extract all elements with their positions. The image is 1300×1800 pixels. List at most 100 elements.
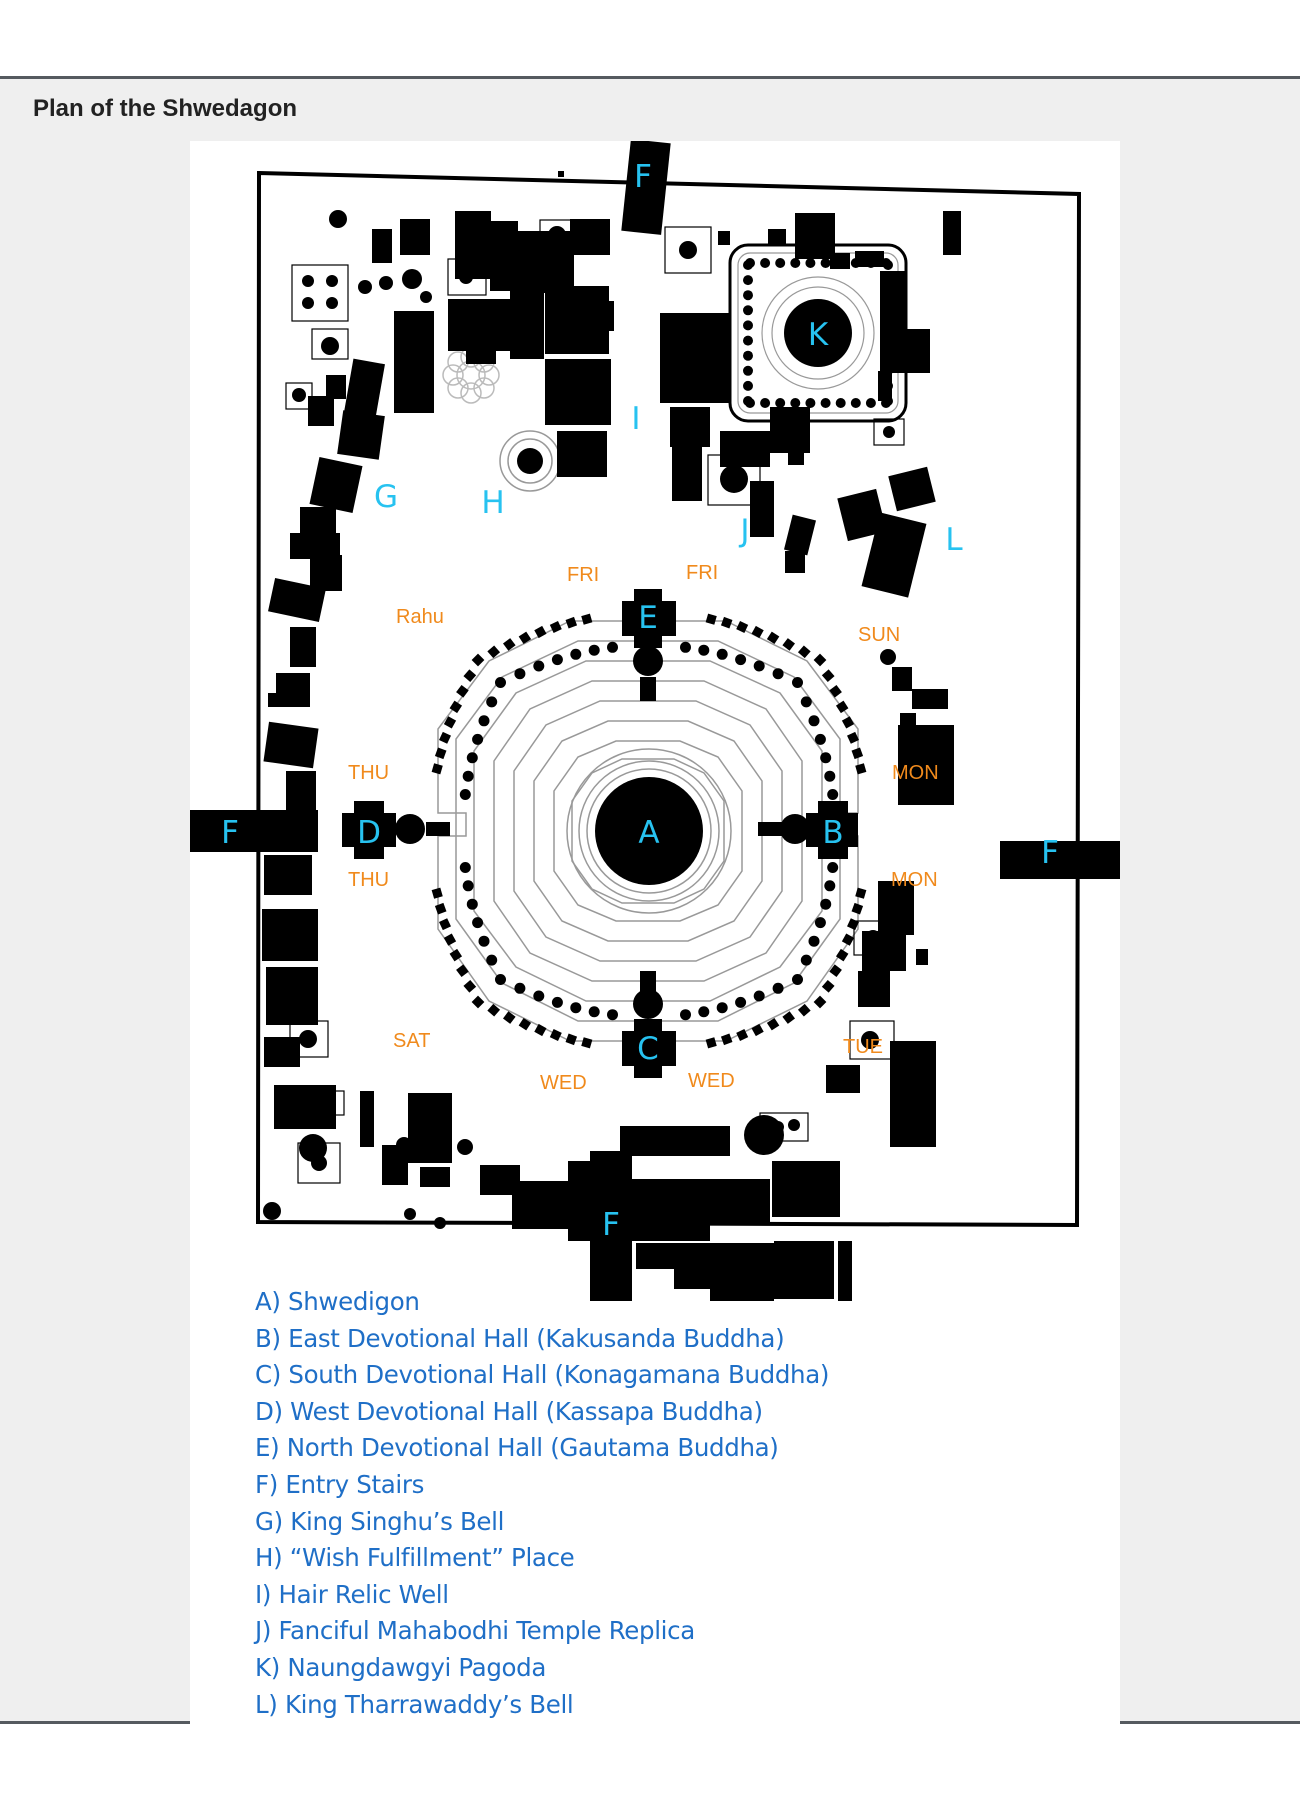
naungdawgyi-stupa (784, 299, 852, 367)
legend-item: C) South Devotional Hall (Konagamana Bud… (255, 1360, 830, 1390)
shrine-block (841, 933, 855, 946)
shrine-block (797, 1003, 811, 1017)
shrine-dot (486, 954, 498, 966)
shrine-block (751, 1023, 764, 1037)
shrine-block (829, 964, 842, 978)
shrine-block (502, 1011, 516, 1024)
feature-labels: A B C D E F F F F G H I J K L (221, 159, 1059, 1243)
shrine-block (782, 1011, 796, 1024)
shrine-block (855, 887, 867, 899)
naungdawgyi-shrine-dot (760, 398, 771, 408)
shrine-block (736, 621, 749, 633)
naungdawgyi-shrine-dot (743, 320, 753, 331)
shrine-dot (472, 733, 484, 745)
pagoda-terraces (437, 610, 859, 1052)
legend-item: J) Fanciful Mahabodhi Temple Replica (255, 1616, 695, 1646)
naungdawgyi-shrine-dot (743, 260, 753, 270)
shrine-block (565, 616, 578, 629)
shrine-block (720, 616, 733, 629)
shrine-block (736, 1029, 749, 1041)
naungdawgyi-shrine-dot (743, 396, 753, 406)
shrine-block (439, 918, 451, 931)
shrine-dot (588, 1006, 600, 1018)
naungdawgyi-shrine-dot (743, 365, 753, 376)
shrine-dot (716, 1002, 728, 1014)
shrine-block (439, 731, 451, 744)
naungdawgyi-shrine-dot (760, 258, 771, 268)
label-l: L (945, 522, 963, 558)
shrine-dot (824, 770, 836, 782)
naungdawgyi-shrine-dot (805, 258, 816, 268)
shrine-dot (607, 1009, 618, 1021)
shrine-dot (478, 715, 490, 727)
shrine-dot (472, 917, 484, 929)
shrine-block (534, 1023, 547, 1037)
shrine-dot (466, 752, 478, 764)
shrine-dot (570, 648, 582, 660)
label-fri-right: FRI (686, 562, 718, 584)
label-i: I (631, 401, 640, 437)
shrine-dot (462, 770, 474, 782)
label-wed-right: WED (688, 1070, 735, 1092)
shrine-dot (772, 982, 784, 994)
shrine-ring (431, 613, 867, 1049)
figure-caption: Plan of the Shwedagon (33, 95, 298, 122)
figure-panel: Plan of the Shwedagon (0, 76, 1300, 1724)
shrine-block (835, 700, 849, 714)
shrine-block (835, 948, 849, 962)
shrine-block (471, 653, 485, 667)
label-f-west: F (221, 815, 239, 851)
legend-item: G) King Singhu’s Bell (255, 1506, 505, 1536)
shrine-block (705, 1037, 717, 1049)
shrine-block (766, 1017, 780, 1031)
shrine-block (813, 653, 827, 667)
legend-item: A) Shwedigon (255, 1287, 420, 1316)
shrine-block (518, 1017, 532, 1031)
shrine-block (851, 902, 864, 915)
shrine-block (720, 1033, 733, 1046)
shrine-block (463, 669, 477, 683)
label-j: J (738, 513, 749, 549)
shrine-dot (459, 789, 471, 800)
shrine-block (797, 645, 811, 659)
shrine-dot (814, 733, 826, 745)
legend-item: K) Naungdawgyi Pagoda (255, 1652, 547, 1682)
legend-item: E) North Devotional Hall (Gautama Buddha… (255, 1433, 779, 1463)
label-g: G (374, 479, 398, 515)
shrine-dot (808, 715, 820, 727)
label-a: A (638, 815, 659, 851)
label-f-south: F (602, 1207, 620, 1243)
shrine-dot (698, 1006, 710, 1018)
label-fri-left: FRI (567, 564, 599, 586)
day-labels: FRI FRI Rahu SUN THU THU MON MON SAT TUE… (348, 562, 939, 1094)
legend-item: F) Entry Stairs (255, 1469, 424, 1499)
shrine-dot (792, 677, 803, 688)
shrine-dot (772, 668, 784, 680)
label-f-east: F (1041, 835, 1059, 871)
shrine-block (534, 625, 547, 639)
shrine-dot (514, 668, 526, 680)
label-sat: SAT (393, 1030, 430, 1052)
pavilion-dots (292, 226, 895, 1171)
shrine-dot (735, 654, 747, 666)
label-tue: TUE (843, 1036, 883, 1058)
hair-relic-well-pavilion (499, 430, 561, 492)
shrine-block (847, 918, 859, 931)
shrine-block (518, 631, 532, 645)
shrine-dot (551, 654, 563, 666)
naungdawgyi-shrine-dot (743, 350, 753, 361)
shrine-block (851, 747, 864, 760)
shrine-dot (478, 935, 490, 947)
shrine-dot (514, 982, 526, 994)
label-wed-left: WED (540, 1072, 587, 1094)
label-thu-top: THU (348, 762, 389, 784)
label-mon-top: MON (892, 762, 939, 784)
naungdawgyi-shrine-dot (790, 398, 801, 408)
shrine-dot (827, 789, 839, 800)
shrine-block (751, 625, 764, 639)
label-mon-bottom: MON (891, 869, 938, 891)
shrine-block (431, 887, 443, 899)
naungdawgyi-shrine-dot (743, 305, 753, 316)
shrine-block (434, 747, 447, 760)
shrine-block (549, 621, 562, 633)
